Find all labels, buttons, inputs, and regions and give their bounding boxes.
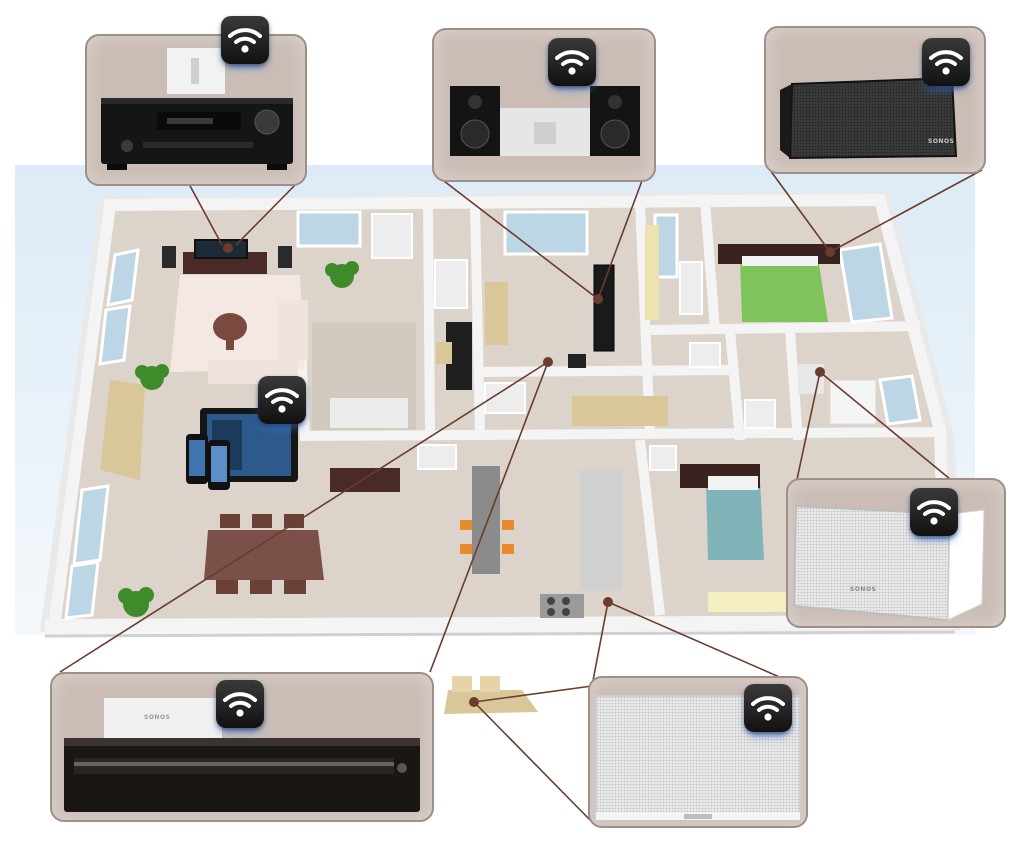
kitchen-island: [472, 466, 500, 574]
connector-lines: [59, 169, 991, 823]
dining-table: [204, 530, 324, 580]
wifi-icon: [221, 16, 269, 64]
callout-compact-speaker-white: SONOS: [786, 478, 1006, 628]
controller-devices: [186, 408, 298, 490]
wifi-icon: [258, 376, 306, 424]
interior-walls: [295, 199, 946, 616]
study-tv: [593, 264, 615, 352]
living-tv: [194, 239, 248, 259]
callout-large-speaker-white: [588, 676, 808, 828]
plants: [118, 261, 359, 617]
hall-cabinet: [572, 396, 668, 426]
wifi-icon: [910, 488, 958, 536]
speaker-icon: [780, 76, 958, 160]
wifi-icon: [922, 38, 970, 86]
porch: [444, 690, 538, 714]
windows: [64, 210, 922, 620]
callout-av-receiver: [85, 16, 307, 186]
callout-bookshelf-speakers: [432, 28, 656, 182]
dining-chairs: [216, 514, 306, 594]
speaker-logo: SONOS: [928, 138, 955, 145]
bedroom-bed-green: [740, 258, 828, 322]
speaker-icon: [792, 504, 985, 622]
speaker-pair-icon: [450, 86, 640, 156]
armchair: [278, 300, 308, 360]
amplifier-icon: [64, 698, 420, 812]
amplifier-logo: SONOS: [144, 714, 171, 721]
av-receiver-icon: [101, 48, 293, 170]
callout-amplifier: SONOS: [50, 672, 434, 822]
bar-stools: [460, 520, 514, 554]
kitchen-counter: [580, 470, 622, 590]
callout-compact-speaker-black: SONOS: [764, 26, 986, 174]
wifi-icon: [548, 38, 596, 86]
stove: [540, 594, 584, 618]
speaker-logo: SONOS: [850, 586, 877, 593]
coffee-table: [213, 313, 247, 341]
media-console: [330, 468, 400, 492]
connection-points: [223, 243, 835, 707]
wifi-icon: [216, 680, 264, 728]
wifi-icon: [744, 684, 792, 732]
study-desk: [485, 282, 508, 345]
bedroom-bed-blue: [706, 480, 764, 560]
doors: [371, 213, 776, 471]
sideboard: [100, 380, 145, 480]
